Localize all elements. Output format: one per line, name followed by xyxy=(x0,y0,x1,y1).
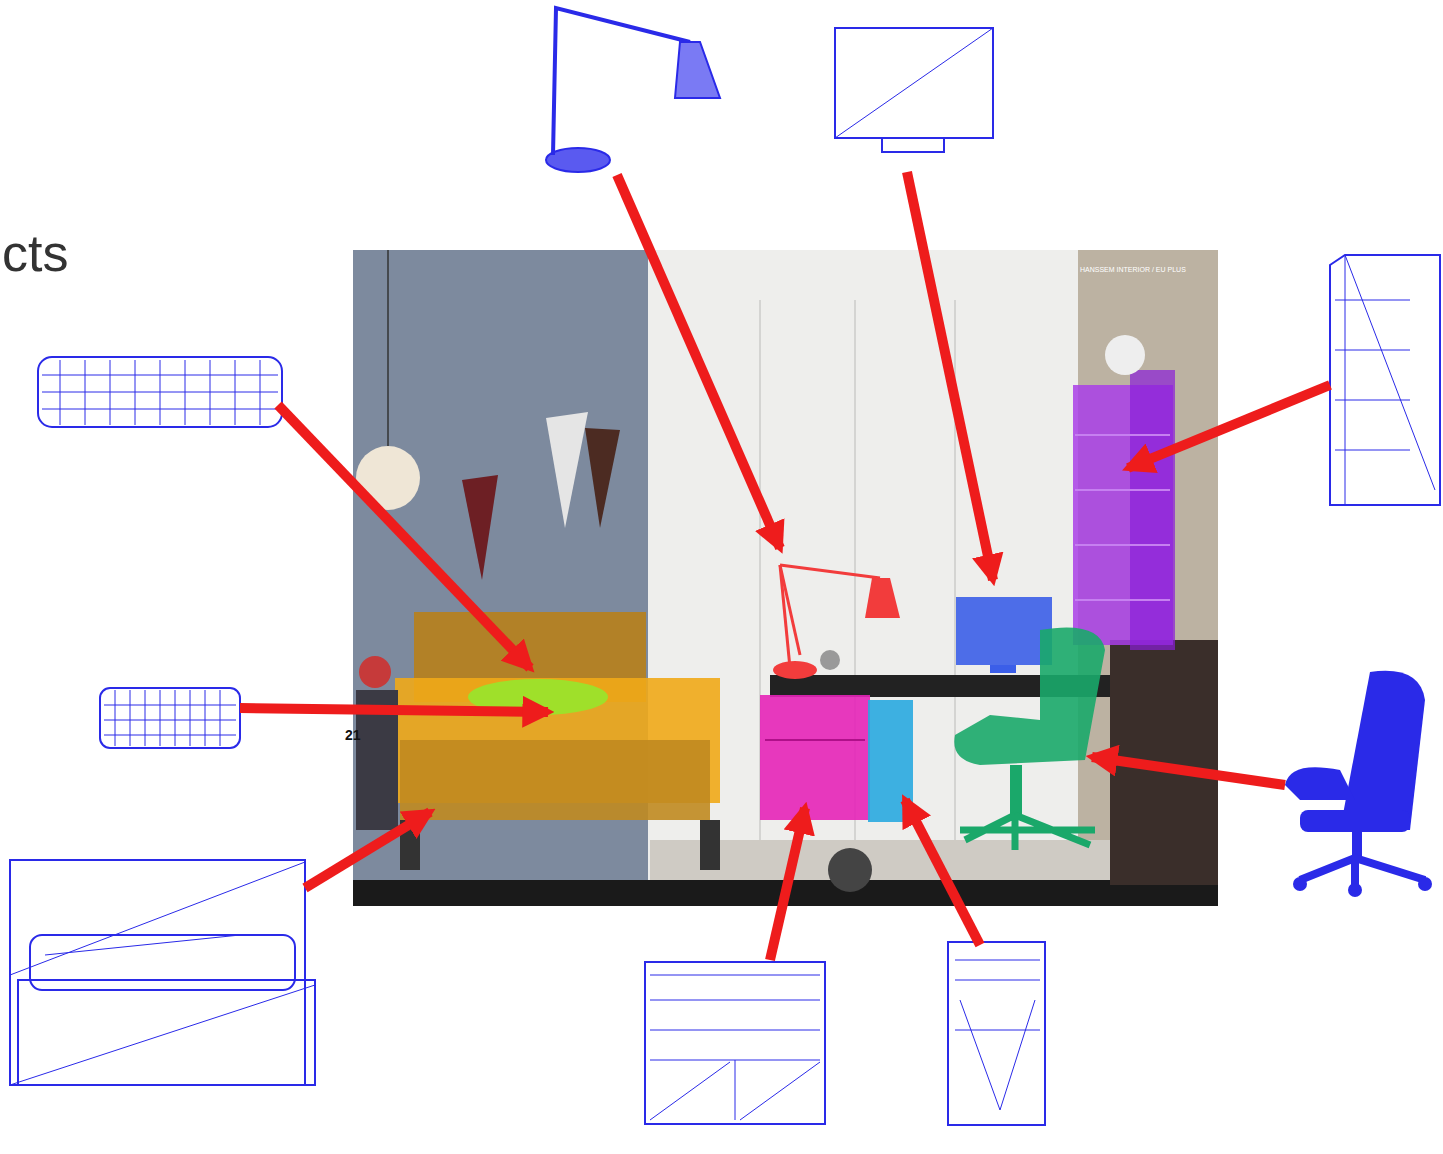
photo-watermark: HANSSEM INTERIOR / EU PLUS xyxy=(1080,266,1186,274)
slide-text: cts xyxy=(2,222,68,284)
wireframe-models xyxy=(10,8,1440,1125)
pointer-arrows xyxy=(240,172,1330,960)
photo-number: 21 xyxy=(345,727,361,744)
room-photo xyxy=(353,250,1218,906)
